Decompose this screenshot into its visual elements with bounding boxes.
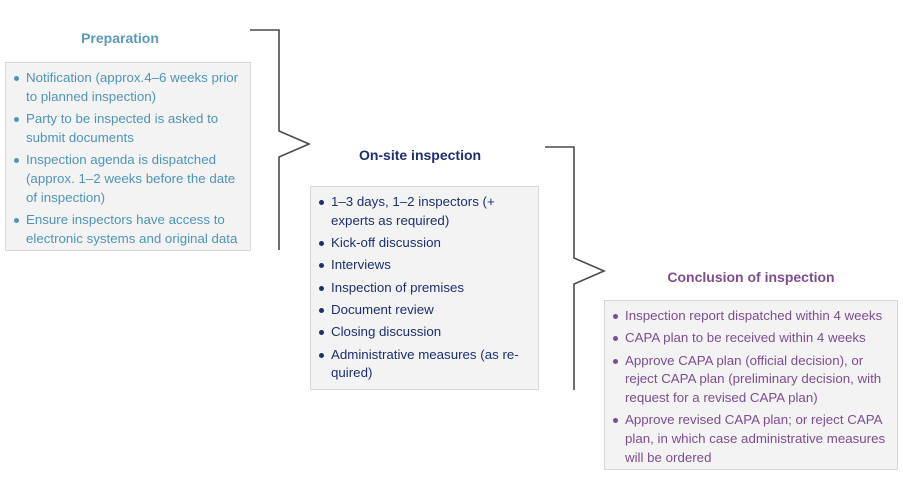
bullet-icon bbox=[319, 307, 324, 313]
list-item: Administrative measures (as re-quired) bbox=[317, 346, 532, 384]
bullet-icon bbox=[319, 200, 324, 205]
bullet-icon bbox=[14, 76, 19, 81]
bullet-icon bbox=[319, 330, 324, 336]
bullet-icon bbox=[14, 218, 19, 224]
list-item: Approve CAPA plan (official decision), o… bbox=[611, 352, 891, 408]
list-item: Inspection report dispatched within 4 we… bbox=[611, 307, 891, 326]
list-item: 1–3 days, 1–2 inspectors (+ experts as r… bbox=[317, 193, 532, 231]
onsite-title: On-site inspection bbox=[358, 147, 482, 163]
list-item: Inspection of premises bbox=[317, 279, 532, 298]
conclusion-list: Inspection report dispatched within 4 we… bbox=[611, 307, 891, 468]
list-item: CAPA plan to be received within 4 weeks bbox=[611, 329, 891, 348]
bullet-icon bbox=[319, 285, 324, 291]
conclusion-box: Inspection report dispatched within 4 we… bbox=[604, 300, 898, 470]
list-item: Closing discussion bbox=[317, 323, 532, 342]
bullet-icon bbox=[613, 314, 618, 319]
bracket-preparation-to-onsite bbox=[250, 29, 312, 250]
list-item: Inspection agenda is dispatched (approx.… bbox=[12, 151, 244, 207]
list-item: Ensure inspectors have access to electro… bbox=[12, 211, 244, 249]
bullet-icon bbox=[613, 336, 618, 342]
bullet-icon bbox=[14, 158, 19, 164]
bullet-icon bbox=[319, 241, 324, 247]
preparation-list: Notification (approx.4–6 weeks prior to … bbox=[12, 69, 244, 249]
conclusion-title: Conclusion of inspection bbox=[667, 269, 835, 285]
list-item: Approve revised CAPA plan; or reject CAP… bbox=[611, 411, 891, 467]
bullet-icon bbox=[14, 117, 19, 123]
bullet-icon bbox=[319, 352, 324, 358]
onsite-box: 1–3 days, 1–2 inspectors (+ experts as r… bbox=[310, 186, 539, 390]
list-item: Party to be inspected is asked to submit… bbox=[12, 110, 244, 148]
bullet-icon bbox=[319, 263, 324, 269]
bracket-onsite-to-conclusion bbox=[545, 146, 607, 390]
preparation-box: Notification (approx.4–6 weeks prior to … bbox=[5, 62, 251, 251]
bullet-icon bbox=[613, 358, 618, 364]
preparation-title: Preparation bbox=[81, 30, 159, 46]
list-item: Document review bbox=[317, 301, 532, 320]
list-item: Interviews bbox=[317, 256, 532, 275]
list-item: Notification (approx.4–6 weeks prior to … bbox=[12, 69, 244, 107]
list-item: Kick-off discussion bbox=[317, 234, 532, 253]
onsite-list: 1–3 days, 1–2 inspectors (+ experts as r… bbox=[317, 193, 532, 383]
bullet-icon bbox=[613, 418, 618, 424]
